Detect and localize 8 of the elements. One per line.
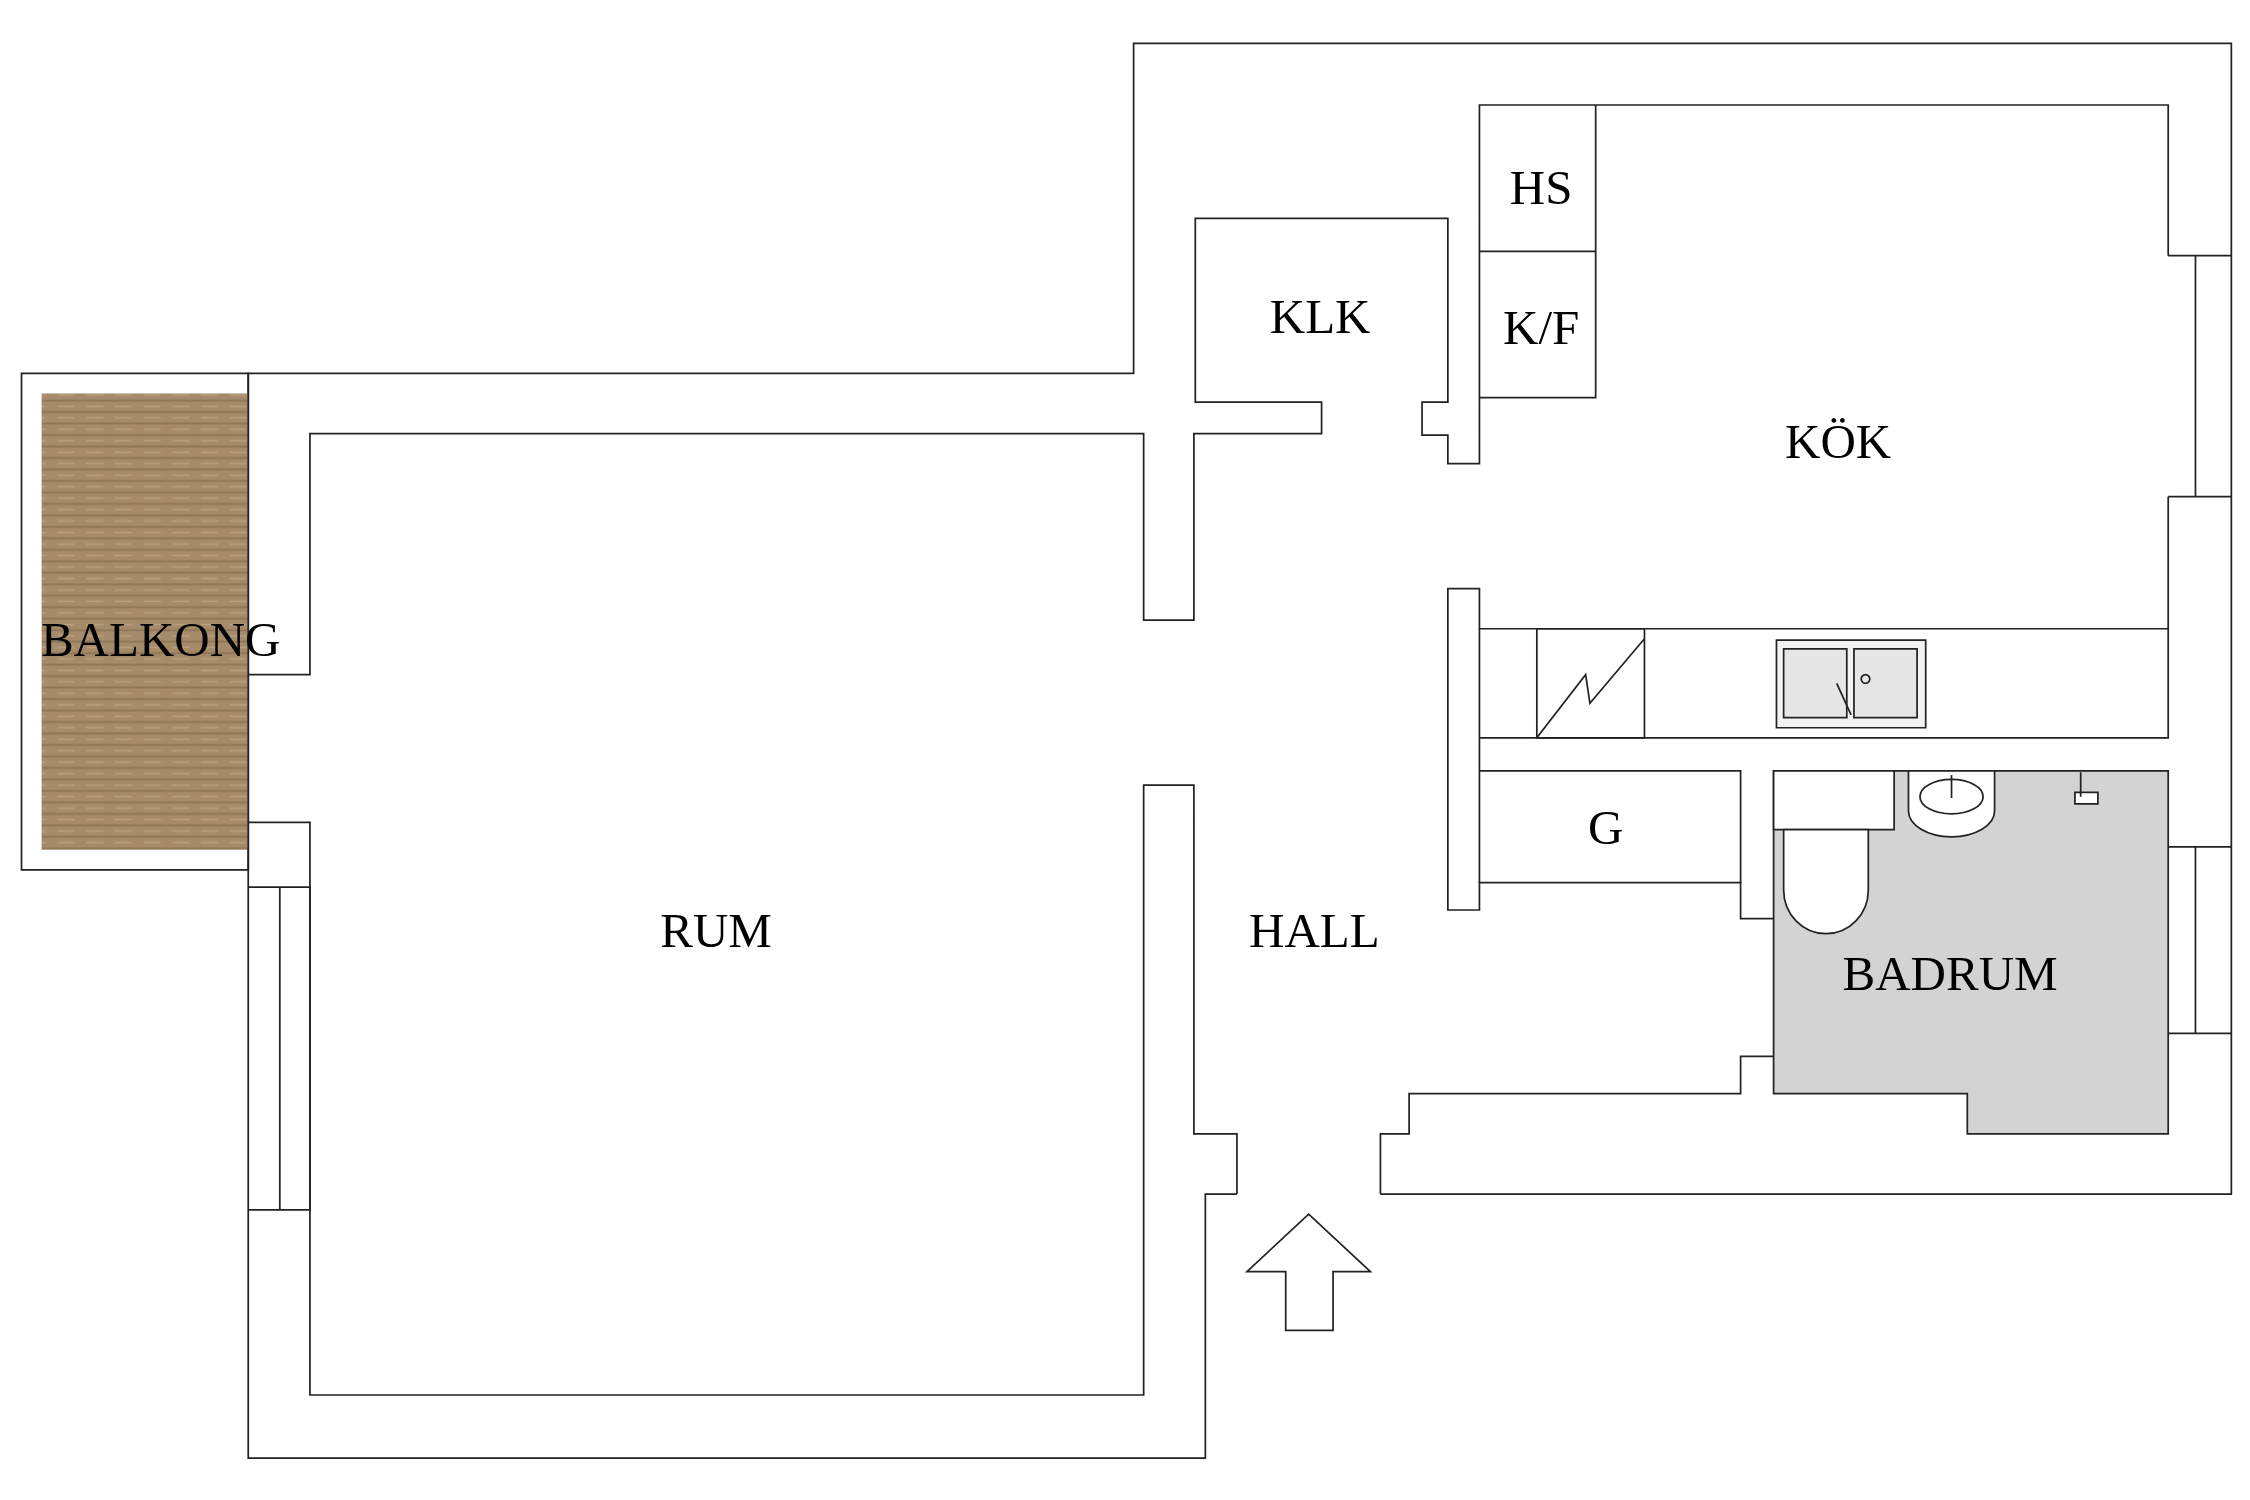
room-label: RUM — [660, 905, 772, 955]
room-label: G — [1588, 802, 1624, 851]
room-label: HS — [1509, 162, 1573, 212]
room-label: HALL — [1249, 905, 1380, 955]
room-label: KLK — [1269, 291, 1371, 341]
room-label: K/F — [1503, 302, 1580, 352]
room-label: BADRUM — [1842, 948, 2058, 998]
room-label: KÖK — [1785, 416, 1892, 465]
